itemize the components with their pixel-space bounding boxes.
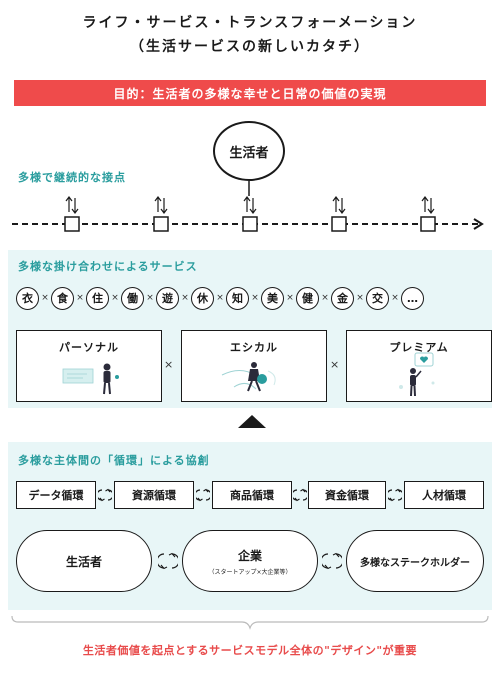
consumer-connector bbox=[248, 181, 250, 196]
services-label: 多様な掛け合わせによるサービス bbox=[18, 260, 198, 273]
actor-stakeholders: 多様なステークホルダー bbox=[346, 530, 484, 592]
times-symbol: × bbox=[391, 293, 399, 303]
domain-circle: 住 bbox=[86, 286, 109, 310]
times-symbol: × bbox=[41, 293, 49, 303]
actor-consumer: 生活者 bbox=[16, 530, 152, 592]
actor-title: 企業 bbox=[237, 548, 262, 563]
cycle-arrows-icon bbox=[322, 552, 342, 570]
times-symbol: × bbox=[216, 293, 224, 303]
actor-subtitle: （スタートアップ×大企業等） bbox=[208, 568, 292, 576]
touchpoint-3 bbox=[242, 196, 258, 232]
diagram-title: ライフ・サービス・トランスフォーメーション bbox=[82, 15, 418, 31]
bottom-bracket bbox=[11, 615, 489, 630]
domain-circle: 食 bbox=[51, 286, 74, 310]
domain-circle: … bbox=[401, 286, 424, 310]
times-symbol: × bbox=[251, 293, 259, 303]
times-symbol: × bbox=[286, 293, 294, 303]
card-title: プレミアム bbox=[389, 341, 449, 354]
cycle-item: 資源循環 bbox=[114, 481, 194, 509]
ethical-illustration bbox=[221, 362, 276, 392]
touchpoint-timeline bbox=[12, 196, 484, 232]
domain-circle: 休 bbox=[191, 286, 214, 310]
domain-circle: 金 bbox=[331, 286, 354, 310]
cycle-arrows-icon bbox=[293, 488, 307, 502]
card-title: エシカル bbox=[230, 341, 278, 354]
cycle-item: データ循環 bbox=[16, 481, 96, 509]
actor-title: 多様なステークホルダー bbox=[360, 557, 470, 569]
times-symbol: × bbox=[76, 293, 84, 303]
times-symbol: × bbox=[321, 293, 329, 303]
card-title: パーソナル bbox=[59, 341, 119, 354]
times-symbol: × bbox=[330, 358, 340, 371]
actor-title: 生活者 bbox=[65, 554, 102, 569]
times-symbol: × bbox=[111, 293, 119, 303]
touchpoints-label: 多様で継続的な接点 bbox=[18, 171, 126, 184]
domain-circle: 交 bbox=[366, 286, 389, 310]
domain-circle: 知 bbox=[226, 286, 249, 310]
touchpoint-5 bbox=[420, 196, 436, 232]
actor-company: 企業 （スタートアップ×大企業等） bbox=[182, 530, 318, 592]
personal-illustration bbox=[62, 363, 119, 395]
times-symbol: × bbox=[356, 293, 364, 303]
touchpoint-2 bbox=[153, 196, 169, 232]
times-symbol: × bbox=[164, 358, 174, 371]
up-arrow-triangle bbox=[238, 415, 266, 428]
card-personal: パーソナル bbox=[16, 330, 162, 402]
times-symbol: × bbox=[146, 293, 154, 303]
cycle-arrows-icon bbox=[158, 552, 178, 570]
purpose-banner: 目的：生活者の多様な幸せと日常の価値の実現 bbox=[14, 80, 486, 106]
times-symbol: × bbox=[181, 293, 189, 303]
domain-circle: 健 bbox=[296, 286, 319, 310]
cycle-arrows-icon bbox=[98, 488, 112, 502]
domain-circle: 遊 bbox=[156, 286, 179, 310]
premium-illustration bbox=[399, 352, 435, 397]
domain-circle: 働 bbox=[121, 286, 144, 310]
service-domain-row: 衣 × 食 × 住 × 働 × 遊 × 休 × 知 × 美 × 健 × 金 × … bbox=[16, 286, 486, 310]
cycle-arrows-icon bbox=[196, 488, 210, 502]
domain-circle: 衣 bbox=[16, 286, 39, 310]
cycle-label: 多様な主体間の「循環」による協創 bbox=[18, 454, 210, 467]
diagram-subtitle: （生活サービスの新しいカタチ） bbox=[130, 39, 370, 55]
card-premium: プレミアム bbox=[346, 330, 492, 402]
cycle-item: 商品循環 bbox=[212, 481, 292, 509]
bottom-statement: 生活者価値を起点とするサービスモデル全体の"デザイン"が重要 bbox=[82, 644, 418, 657]
domain-circle: 美 bbox=[261, 286, 284, 310]
consumer-node: 生活者 bbox=[213, 121, 285, 181]
cycle-arrows-icon bbox=[388, 488, 402, 502]
touchpoint-4 bbox=[331, 196, 347, 232]
card-ethical: エシカル bbox=[181, 330, 327, 402]
cycle-item: 資金循環 bbox=[308, 481, 386, 509]
cycle-item: 人材循環 bbox=[404, 481, 484, 509]
touchpoint-1 bbox=[64, 196, 80, 232]
